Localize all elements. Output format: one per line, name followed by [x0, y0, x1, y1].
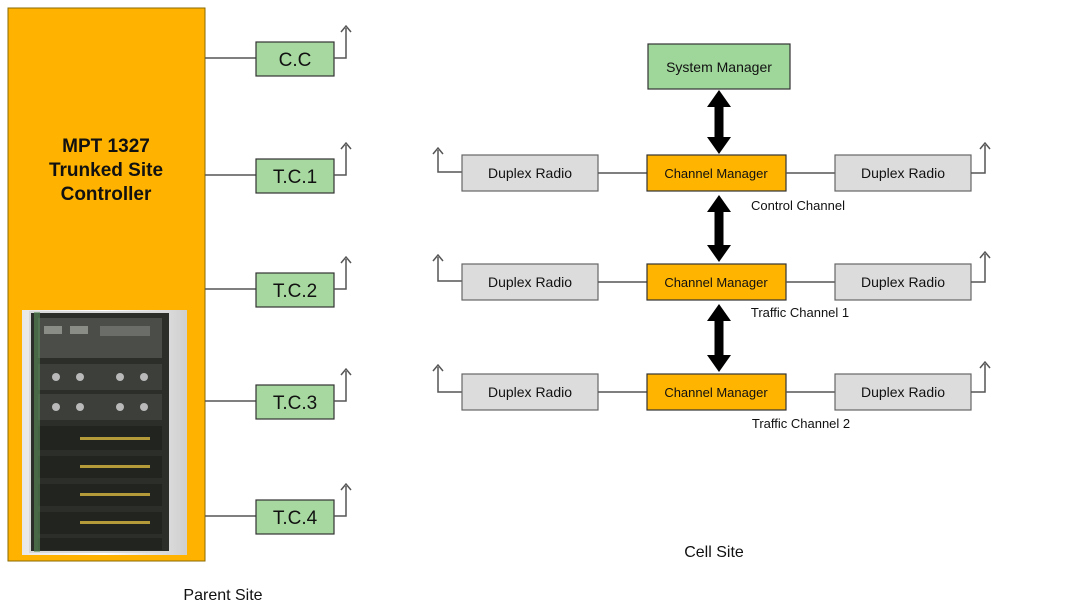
channel-box-tc1[interactable]	[255, 158, 335, 194]
duplex-radio-right-box[interactable]	[834, 154, 972, 192]
channel-manager-label: Channel Manager	[664, 166, 768, 181]
arrow-system-to-control	[707, 90, 731, 154]
channel-box-tc2[interactable]	[255, 272, 335, 308]
channel-manager-box[interactable]	[646, 373, 787, 411]
channel-box-tc4[interactable]	[255, 499, 335, 535]
equipment-rack-image	[22, 310, 187, 555]
arrow-traffic1-to-traffic2	[707, 304, 731, 372]
duplex-radio-left-label: Duplex Radio	[488, 165, 572, 181]
trunked-site-controller: MPT 1327 Trunked Site Controller	[7, 7, 206, 562]
channel-tc3: T.C.3	[205, 367, 352, 420]
channel-label-cc: C.C	[279, 50, 312, 71]
antenna-icon	[971, 250, 991, 283]
duplex-radio-right-label: Duplex Radio	[861, 165, 945, 181]
antenna-icon	[432, 253, 462, 282]
cell-row-control: Duplex Radio Channel Manager Duplex Radi…	[432, 141, 991, 213]
channel-manager-box[interactable]	[646, 154, 787, 192]
channel-label-tc3: T.C.3	[273, 393, 317, 414]
channel-name-label: Traffic Channel 1	[751, 305, 849, 320]
duplex-radio-left-label: Duplex Radio	[488, 274, 572, 290]
channel-box-cc[interactable]	[255, 41, 335, 77]
duplex-radio-left-box[interactable]	[461, 373, 599, 411]
channel-name-label: Control Channel	[751, 198, 845, 213]
parent-site-caption: Parent Site	[183, 587, 262, 604]
antenna-icon	[334, 367, 352, 402]
channel-box-tc3[interactable]	[255, 384, 335, 420]
antenna-icon	[432, 146, 462, 173]
controller-title-line-1: MPT 1327	[62, 136, 150, 157]
system-manager-label: System Manager	[666, 59, 772, 75]
antenna-icon	[334, 482, 352, 517]
system-manager: System Manager	[647, 43, 791, 90]
duplex-radio-right-label: Duplex Radio	[861, 384, 945, 400]
channel-tc2: T.C.2	[205, 255, 352, 308]
antenna-icon	[971, 141, 991, 174]
channel-name-label: Traffic Channel 2	[752, 416, 850, 431]
antenna-icon	[334, 141, 352, 176]
channel-manager-label: Channel Manager	[664, 275, 768, 290]
antenna-icon	[971, 360, 991, 393]
antenna-icon	[334, 255, 352, 290]
system-manager-box[interactable]	[647, 43, 791, 90]
controller-title-line-3: Controller	[61, 184, 152, 205]
duplex-radio-right-box[interactable]	[834, 373, 972, 411]
antenna-icon	[432, 363, 462, 393]
channel-label-tc4: T.C.4	[273, 508, 318, 529]
controller-title-line-2: Trunked Site	[49, 160, 163, 181]
channel-manager-label: Channel Manager	[664, 385, 768, 400]
parent-channel-group: C.C T.C.1 T.C.2 T.C.3 T.C.4	[205, 24, 352, 535]
antenna-icon	[334, 24, 352, 59]
channel-label-tc1: T.C.1	[273, 167, 317, 188]
channel-tc1: T.C.1	[205, 141, 352, 194]
arrow-control-to-traffic1	[707, 195, 731, 262]
duplex-radio-right-label: Duplex Radio	[861, 274, 945, 290]
channel-cc: C.C	[205, 24, 352, 77]
duplex-radio-left-label: Duplex Radio	[488, 384, 572, 400]
channel-label-tc2: T.C.2	[273, 281, 317, 302]
duplex-radio-left-box[interactable]	[461, 263, 599, 301]
cell-row-traffic-2: Duplex Radio Channel Manager Duplex Radi…	[432, 360, 991, 431]
cell-site-caption: Cell Site	[684, 544, 744, 561]
channel-tc4: T.C.4	[205, 482, 352, 535]
cell-row-traffic-1: Duplex Radio Channel Manager Duplex Radi…	[432, 250, 991, 320]
